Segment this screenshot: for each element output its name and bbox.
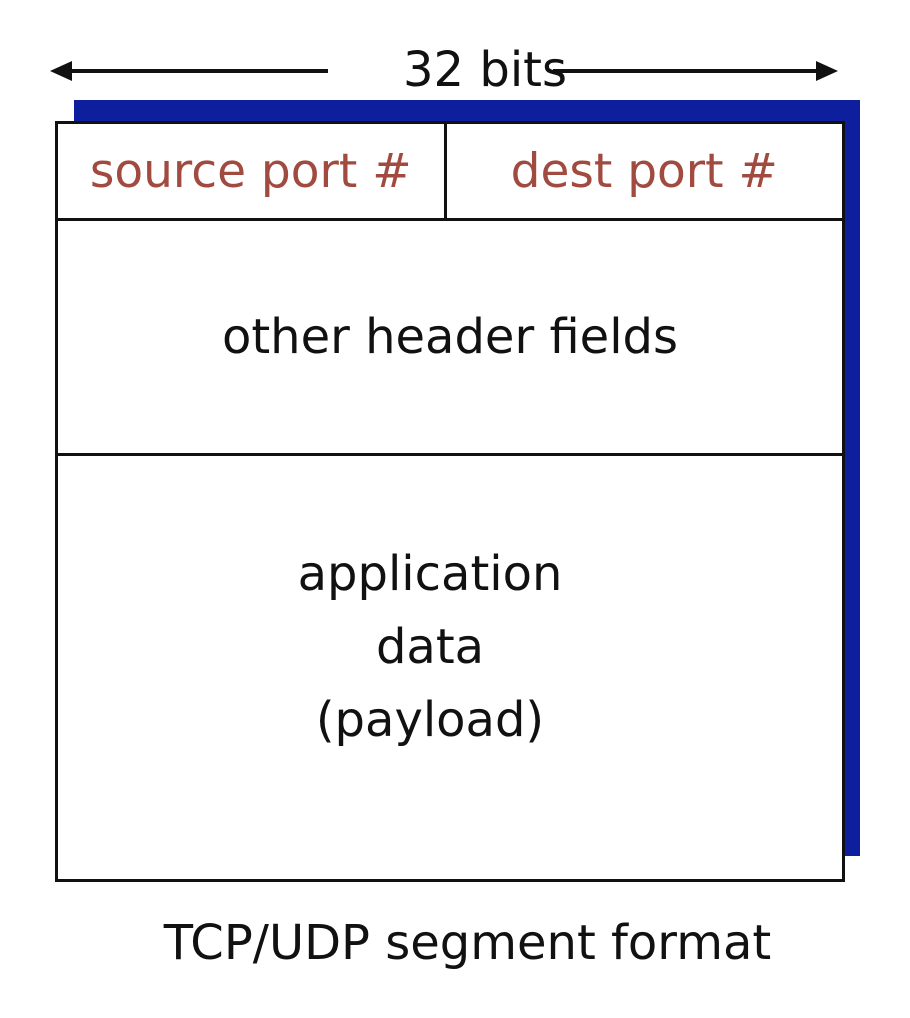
dest-port-field: dest port # xyxy=(510,143,778,199)
payload-line: (payload) xyxy=(315,692,545,748)
right-arrow-line xyxy=(553,69,821,73)
other-header-fields: other header fields xyxy=(58,221,842,456)
left-arrow-line xyxy=(62,69,328,73)
payload-text: application data (payload) xyxy=(298,538,563,757)
diagram-caption: TCP/UDP segment format xyxy=(163,915,772,971)
width-label: 32 bits xyxy=(403,42,567,98)
right-arrowhead xyxy=(816,61,838,81)
payload-section: application data (payload) xyxy=(58,456,842,879)
payload-line: data xyxy=(375,619,485,675)
port-row: source port # dest port # xyxy=(58,124,842,221)
left-arrowhead xyxy=(50,61,72,81)
payload-line: application xyxy=(297,546,563,602)
width-indicator: 32 bits xyxy=(50,38,840,102)
segment-box: source port # dest port # other header f… xyxy=(55,121,845,882)
source-port-field: source port # xyxy=(58,124,447,218)
